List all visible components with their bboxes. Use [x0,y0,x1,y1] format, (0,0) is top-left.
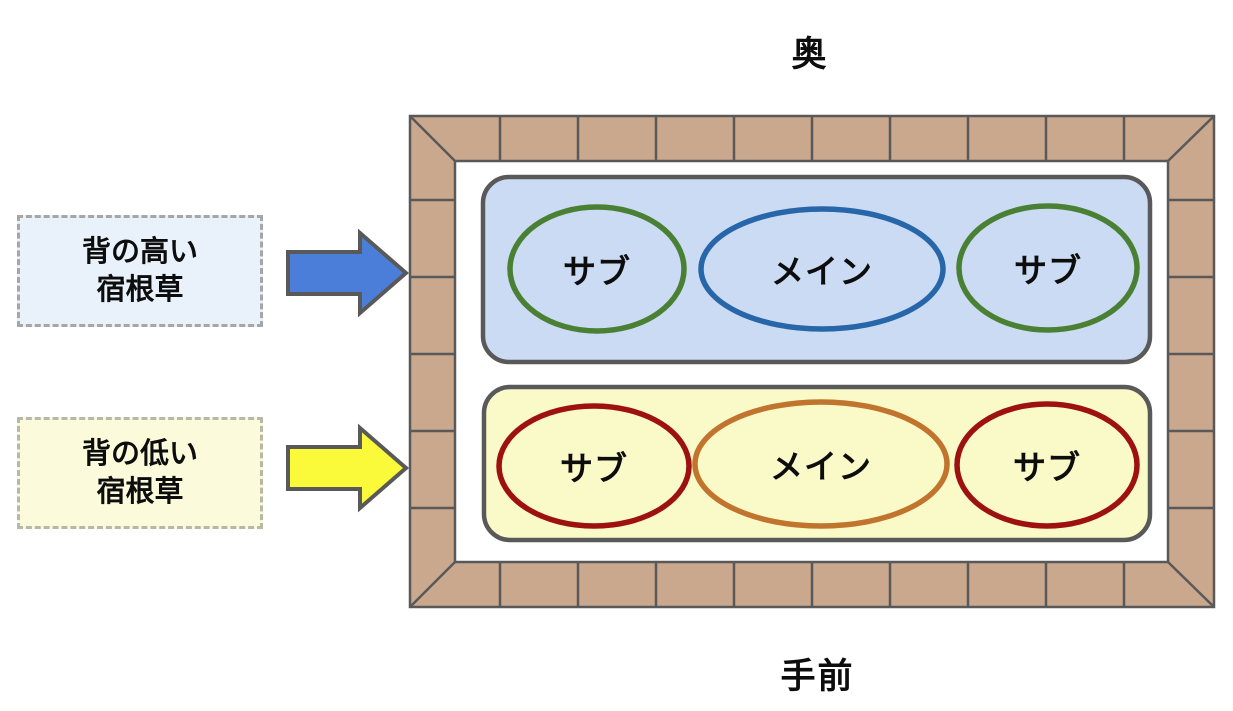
front-main-label: メイン [770,448,872,485]
back-main-ellipse [698,206,946,332]
back-sub-right-ellipse [956,203,1140,333]
front-sub-left-label: サブ [560,450,628,487]
brick-joint-lines [409,115,1215,608]
short-plants-arrow-icon [286,423,410,513]
tall-plants-arrow-icon [286,228,410,318]
back-main-label: メイン [771,253,873,290]
back-orientation-label: 奥 [791,35,829,74]
front-sub-right-label: サブ [1013,449,1081,486]
tall-perennials-legend: 背の高い 宿根草 [17,215,263,327]
short-perennials-legend: 背の低い 宿根草 [17,417,263,529]
front-sub-left-ellipse [496,403,692,529]
back-sub-right-label: サブ [1014,252,1082,289]
front-sub-right-ellipse [954,401,1140,529]
back-sub-left-ellipse [507,204,687,334]
front-orientation-label: 手前 [780,657,855,696]
front-row-zone [481,384,1153,543]
back-sub-left-label: サブ [563,253,631,290]
front-main-ellipse [692,399,950,529]
